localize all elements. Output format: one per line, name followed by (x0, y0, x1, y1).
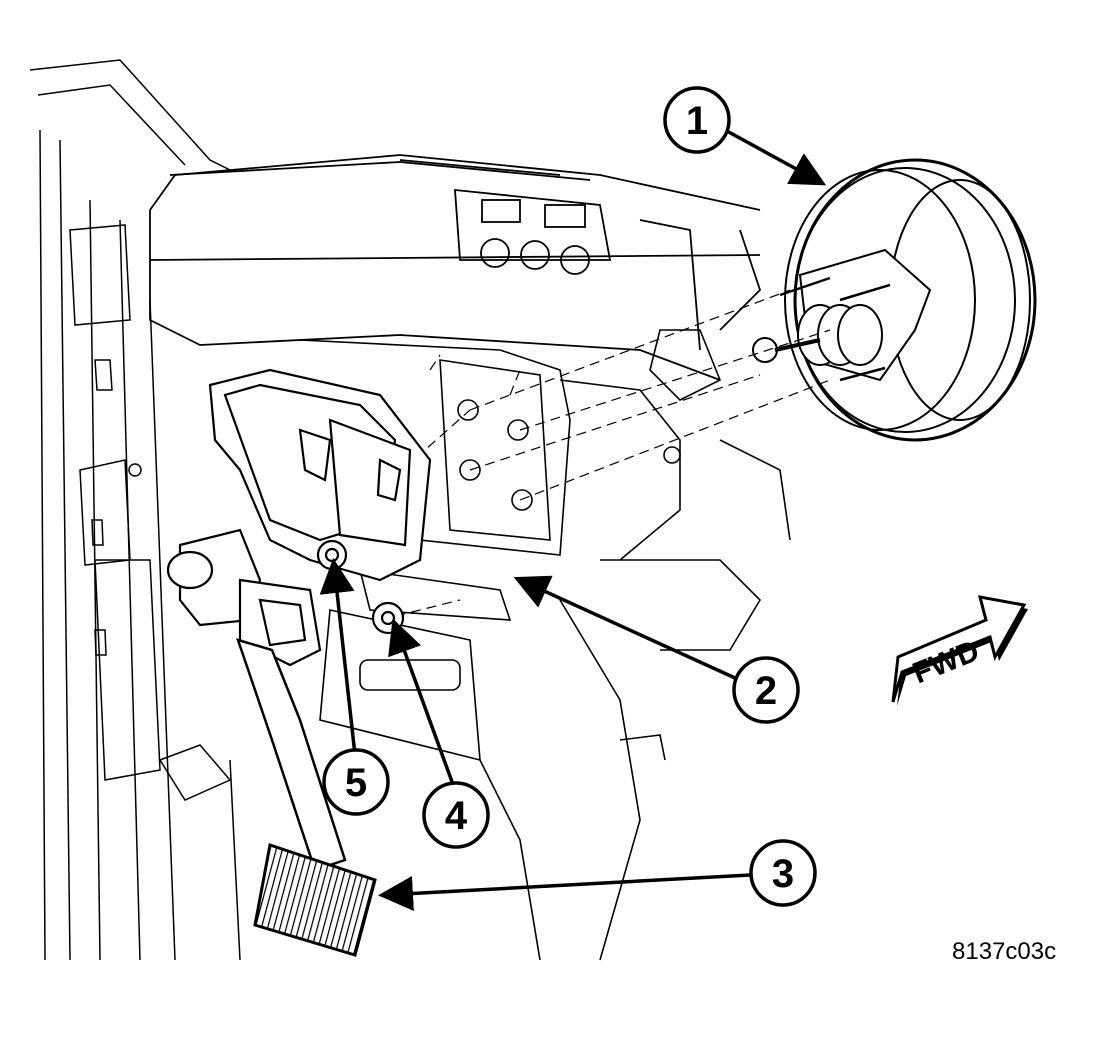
brake-pedal-pad (253, 843, 377, 957)
callout-5-label: 5 (345, 761, 367, 805)
pedal-arm (236, 638, 347, 872)
pedal-bracket-assembly (166, 368, 432, 667)
callout-3: 3 (749, 839, 817, 907)
callout-4-label: 4 (445, 794, 468, 838)
leader-line-1 (724, 128, 827, 186)
figure-id: 8137c03c (952, 938, 1057, 965)
leader-line-3 (378, 873, 751, 911)
callout-4: 4 (422, 781, 490, 849)
callout-5: 5 (322, 748, 390, 816)
callout-3-label: 3 (772, 852, 794, 896)
cowl-structure (149, 154, 762, 381)
brake-booster (752, 158, 1037, 442)
leader-line-4 (388, 618, 457, 791)
leader-line-2 (513, 575, 736, 680)
leader-line-5 (319, 558, 357, 756)
leader-lines (319, 128, 827, 911)
fwd-direction-arrow: FWD (891, 595, 1028, 706)
callout-2-label: 2 (755, 669, 777, 713)
callout-2: 2 (732, 656, 800, 724)
body-panel-left (29, 59, 241, 961)
alignment-lines (379, 289, 831, 621)
callout-1: 1 (663, 86, 731, 154)
callout-1-label: 1 (686, 99, 708, 143)
